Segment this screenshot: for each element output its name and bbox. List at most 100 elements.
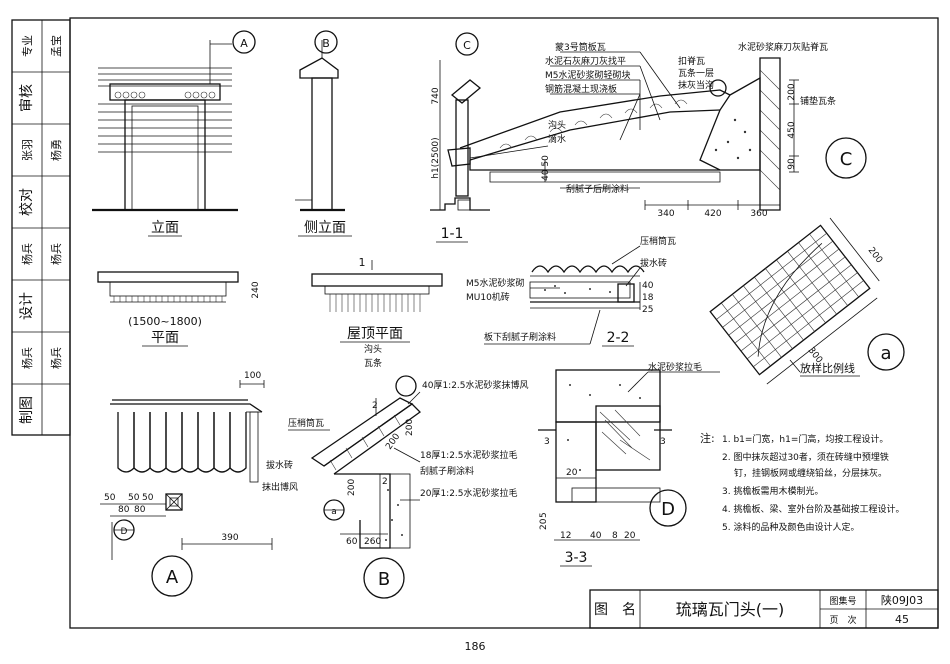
detailC-dim-small: 40 50 [541, 155, 551, 181]
section2-label-3: M5水泥砂浆砌 [466, 277, 525, 289]
sidebar-sign-7: 杨兵 [49, 347, 63, 369]
detailB-dim-5: 200 [347, 479, 357, 496]
detailC-dim-v1: 200 [787, 83, 797, 100]
section2-label-1: 压梢筒瓦 [640, 235, 676, 247]
detailC-label-9: 铺垫瓦条 [800, 95, 836, 107]
detailA-dim-4: 50 [142, 493, 154, 503]
section3-marker-right: 3 [660, 437, 666, 447]
sidebar-signature-strip: 专业 孟宝 审核 张羽 杨勇 校对 杨兵 杨兵 设计 杨兵 杨兵 制图 [11, 19, 71, 436]
section1-dim-h: h1(2500) [431, 137, 441, 178]
detailC-dim-h1: 340 [657, 209, 674, 219]
detail-b: 沟头 瓦条 40厚1:2.5水泥砂浆抹博风 18厚1:2.5水泥砂浆拉毛 刮腻子… [310, 343, 529, 549]
detailB-label-3: 40厚1:2.5水泥砂浆抹博风 [422, 379, 529, 391]
marker-D-small: D [113, 519, 135, 541]
detailD-label: 水泥砂浆拉毛 [648, 361, 702, 373]
plan-height-dim: 240 [251, 281, 261, 298]
section1-dim-top: 740 [431, 87, 441, 104]
grid-dim-1: 200 [866, 246, 885, 266]
note-3: 钉，挂钢板网或缠绕铅丝，分层抹灰。 [734, 467, 887, 479]
svg-text:D: D [121, 527, 128, 537]
page-label: 页 次 [829, 614, 856, 626]
detailD-dim-6: 5 [539, 512, 549, 518]
sidebar-label-5: 杨兵 [20, 243, 34, 265]
roof-plan-view: 1 屋顶平面 [311, 256, 443, 343]
note-2: 2. 图中抹灰超过30者，须在砖缝中预埋铁 [722, 451, 889, 463]
detailC-label-5: 扣脊瓦 [678, 55, 705, 67]
detailB-dim-4: 260 [364, 537, 381, 547]
sidebar-label-2: 审核 [19, 84, 35, 112]
detailC-label-2: 水泥石灰麻刀灰找平 [545, 55, 626, 67]
atlas-number: 陕09J03 [881, 593, 923, 607]
detailC-label-12: 刮腻子后刷涂料 [566, 183, 629, 195]
sidebar-label-4: 校对 [18, 188, 35, 216]
marker-D-big: D [649, 489, 687, 527]
detailB-label-4: 18厚1:2.5水泥砂浆拉毛 [420, 449, 518, 461]
detailC-label-11: 滴水 [548, 133, 566, 145]
detailA-dim-5: 80 [118, 505, 130, 515]
notes-prefix: 注: [700, 431, 715, 445]
note-4: 3. 挑檐板需用木模制光。 [722, 485, 823, 497]
detailB-section-2b: 2 [382, 477, 388, 487]
page-number-box: 45 [895, 613, 909, 626]
marker-a-small: a [323, 499, 345, 521]
detail-c: 蒙3号筒板瓦 水泥石灰麻刀灰找平 M5水泥砂浆砌轻砌块 钢筋混凝土现浇板 扣脊瓦… [447, 41, 836, 219]
book-page-number: 186 [465, 640, 486, 653]
marker-C-big: C [825, 137, 867, 179]
detailC-label-4: 钢筋混凝土现浇板 [545, 83, 617, 95]
sidebar-label-1: 专业 [20, 35, 34, 57]
note-6: 5. 涂料的品种及颜色由设计人定。 [722, 521, 859, 533]
marker-B-top: B [314, 30, 338, 54]
section-3-3-view: 3 3 水泥砂浆拉毛 20 12 40 8 20 5 20 3-3 [538, 361, 720, 567]
roof-section-marker: 1 [359, 256, 366, 269]
drawing-title: 琉璃瓦门头(一) [676, 600, 785, 619]
sidebar-label-7: 杨兵 [20, 347, 34, 369]
detailB-dim-1: 200 [384, 432, 402, 452]
note-5: 4. 挑檐板、梁、室外台阶及基础按工程设计。 [722, 503, 904, 515]
marker-A-top: A [232, 30, 256, 54]
section-3-3-title: 3-3 [565, 550, 588, 566]
svg-text:C: C [463, 39, 471, 52]
elevation-view: 立面 [92, 40, 238, 237]
sidebar-sign-5: 杨兵 [49, 243, 63, 265]
section2-label-4: MU10机砖 [466, 291, 510, 303]
side-elevation-view: 侧立面 [295, 40, 352, 237]
detailC-label-10: 沟头 [548, 119, 566, 131]
svg-text:B: B [322, 37, 330, 50]
detailD-dim-7: 20 [539, 518, 549, 530]
detailC-dim-h3: 360 [750, 209, 767, 219]
section2-dim-3: 25 [642, 305, 653, 315]
roof-plan-title: 屋顶平面 [347, 326, 403, 342]
detailB-dim-3: 60 [346, 537, 358, 547]
marker-a-big: a [867, 333, 905, 371]
grid-label: 放样比例线 [800, 361, 855, 375]
detailA-dim-3: 50 [128, 493, 140, 503]
section-1-1-view: 740 h1(2500) 1-1 [430, 60, 490, 243]
detailA-label-3: 压梢筒瓦 [288, 417, 324, 429]
svg-text:A: A [166, 567, 179, 588]
svg-text:a: a [331, 507, 337, 517]
detailB-label-6: 20厚1:2.5水泥砂浆拉毛 [420, 487, 518, 499]
side-elevation-title: 侧立面 [304, 220, 346, 236]
detailC-label-1: 蒙3号筒板瓦 [555, 41, 606, 53]
detailA-dim-1: 100 [244, 371, 261, 381]
marker-C-top: C [455, 32, 479, 56]
svg-text:D: D [661, 499, 675, 520]
atlas-label: 图集号 [829, 595, 856, 607]
detailD-dim-1: 20 [566, 468, 578, 478]
section-2-2-view: 40 18 25 压梢筒瓦 拔水砖 M5水泥砂浆砌 MU10机砖 板下刮腻子刷涂… [466, 235, 676, 347]
section3-marker-left: 3 [544, 437, 550, 447]
section2-label-5: 板下刮腻子刷涂料 [484, 331, 556, 343]
svg-text:C: C [840, 149, 853, 170]
elevation-title: 立面 [151, 220, 179, 236]
section-2-2-title: 2-2 [607, 330, 630, 346]
section2-label-2: 拔水砖 [640, 257, 667, 269]
notes-block: 注: 1. b1=门宽，h1=门高，均按工程设计。 2. 图中抹灰超过30者，须… [700, 431, 904, 533]
sidebar-label-8: 制图 [19, 396, 35, 424]
section2-dim-1: 40 [642, 281, 654, 291]
sidebar-sign-1: 孟宝 [49, 35, 63, 57]
layout-grid-detail: 200 300 放样比例线 [709, 217, 885, 385]
title-name-label: 图 名 [594, 602, 636, 618]
detailA-label-2: 抹出博风 [262, 481, 298, 493]
